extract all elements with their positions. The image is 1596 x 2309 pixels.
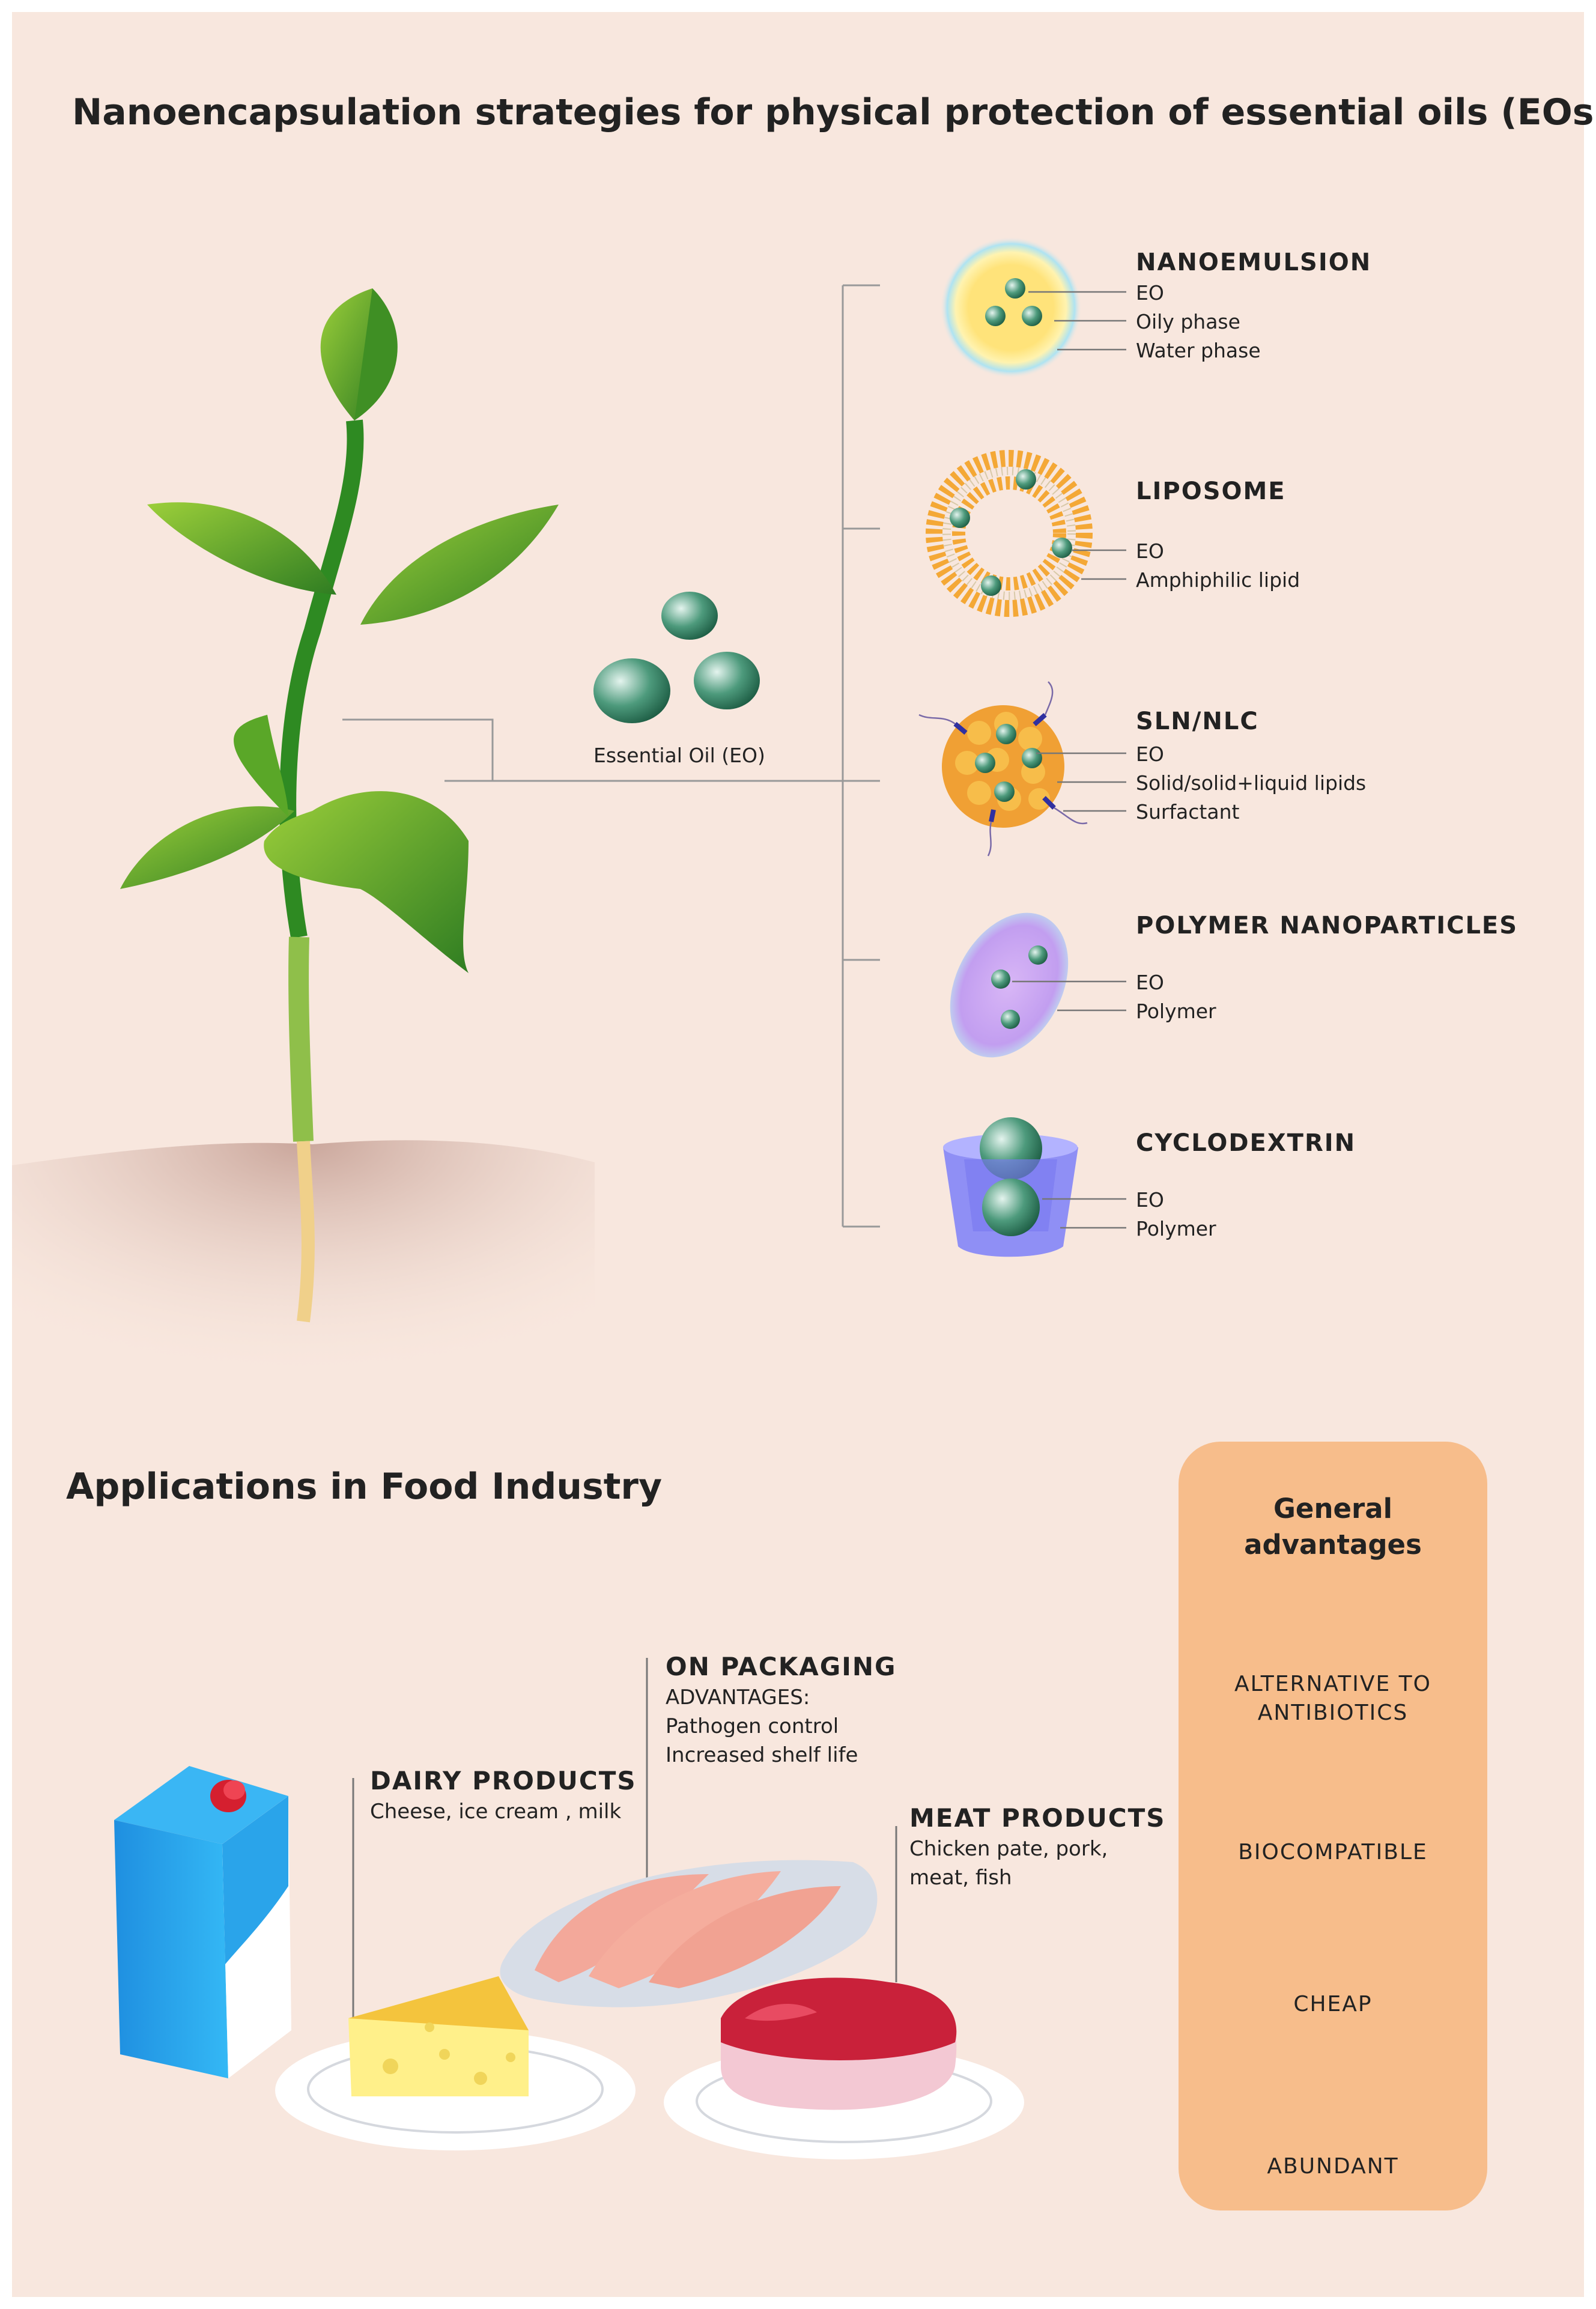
meat-text: Chicken pate, pork, meat, fish	[909, 1837, 1108, 1890]
sln-nlc-label-surfactant: Surfactant	[1136, 800, 1240, 824]
strategy-polymer-title: POLYMER NANOPARTICLES	[1136, 912, 1519, 939]
sln-nlc-illustration	[918, 681, 1088, 857]
meat-plate-illustration	[664, 1977, 1024, 2159]
nanoemulsion-label-water-phase: Water phase	[1136, 339, 1261, 362]
polymer-label-eo: EO	[1136, 971, 1164, 994]
milk-carton-illustration	[114, 1766, 291, 2078]
polymer-pointers	[1012, 980, 1126, 1012]
plant-illustration	[120, 288, 559, 1323]
packaging-text: ADVANTAGES: Pathogen control Increased s…	[666, 1685, 858, 1767]
liposome-illustration	[926, 450, 1093, 617]
cheese-plate-illustration	[275, 1976, 636, 2150]
cyclodextrin-illustration	[943, 1117, 1078, 1257]
sln-nlc-label-lipids: Solid/solid+liquid lipids	[1136, 771, 1367, 795]
nanoemulsion-label-eo: EO	[1136, 281, 1164, 305]
advantage-cheap: CHEAP	[1293, 1992, 1373, 2016]
general-advantages-panel	[1179, 1442, 1487, 2210]
advantages-title: General advantages	[1244, 1493, 1422, 1561]
dairy-heading: DAIRY PRODUCTS	[370, 1766, 637, 1795]
strategy-sln-nlc-title: SLN/NLC	[1136, 708, 1259, 735]
strategy-liposome-title: LIPOSOME	[1136, 478, 1286, 505]
packaging-heading: ON PACKAGING	[666, 1652, 897, 1681]
nanoemulsion-label-oily-phase: Oily phase	[1136, 310, 1240, 333]
cyclodextrin-label-eo: EO	[1136, 1188, 1164, 1212]
nanoemulsion-pointers	[1028, 291, 1126, 351]
packaging-tray-illustration	[500, 1860, 878, 2007]
meat-heading: MEAT PRODUCTS	[909, 1803, 1166, 1833]
page-title: Nanoencapsulation strategies for physica…	[72, 91, 1596, 133]
cyclodextrin-label-polymer: Polymer	[1136, 1217, 1216, 1240]
essential-oil-label: Essential Oil (EO)	[593, 744, 765, 767]
sln-nlc-label-eo: EO	[1136, 742, 1164, 766]
applications-title: Applications in Food Industry	[66, 1466, 663, 1508]
strategy-nanoemulsion-title: NANOEMULSION	[1136, 249, 1372, 276]
advantage-abundant: ABUNDANT	[1267, 2154, 1399, 2179]
polymer-label-polymer: Polymer	[1136, 1000, 1216, 1023]
advantage-alternative-antibiotics: ALTERNATIVE TO ANTIBIOTICS	[1234, 1672, 1431, 1725]
liposome-label-eo: EO	[1136, 539, 1164, 563]
dairy-text: Cheese, ice cream , milk	[370, 1800, 622, 1824]
advantage-biocompatible: BIOCOMPATIBLE	[1238, 1840, 1428, 1864]
nanoemulsion-illustration	[940, 237, 1082, 378]
sln-nlc-pointers	[1036, 752, 1126, 812]
polymer-nanoparticle-illustration	[950, 912, 1069, 1058]
strategy-cyclodextrin-title: CYCLODEXTRIN	[1136, 1129, 1356, 1157]
liposome-pointers	[1072, 549, 1126, 580]
connector-lines	[342, 284, 880, 1228]
liposome-label-lipid: Amphiphilic lipid	[1136, 568, 1300, 592]
essential-oil-droplets	[593, 592, 760, 723]
cyclodextrin-pointers	[1042, 1198, 1126, 1229]
food-callout-lines	[352, 1658, 897, 2030]
